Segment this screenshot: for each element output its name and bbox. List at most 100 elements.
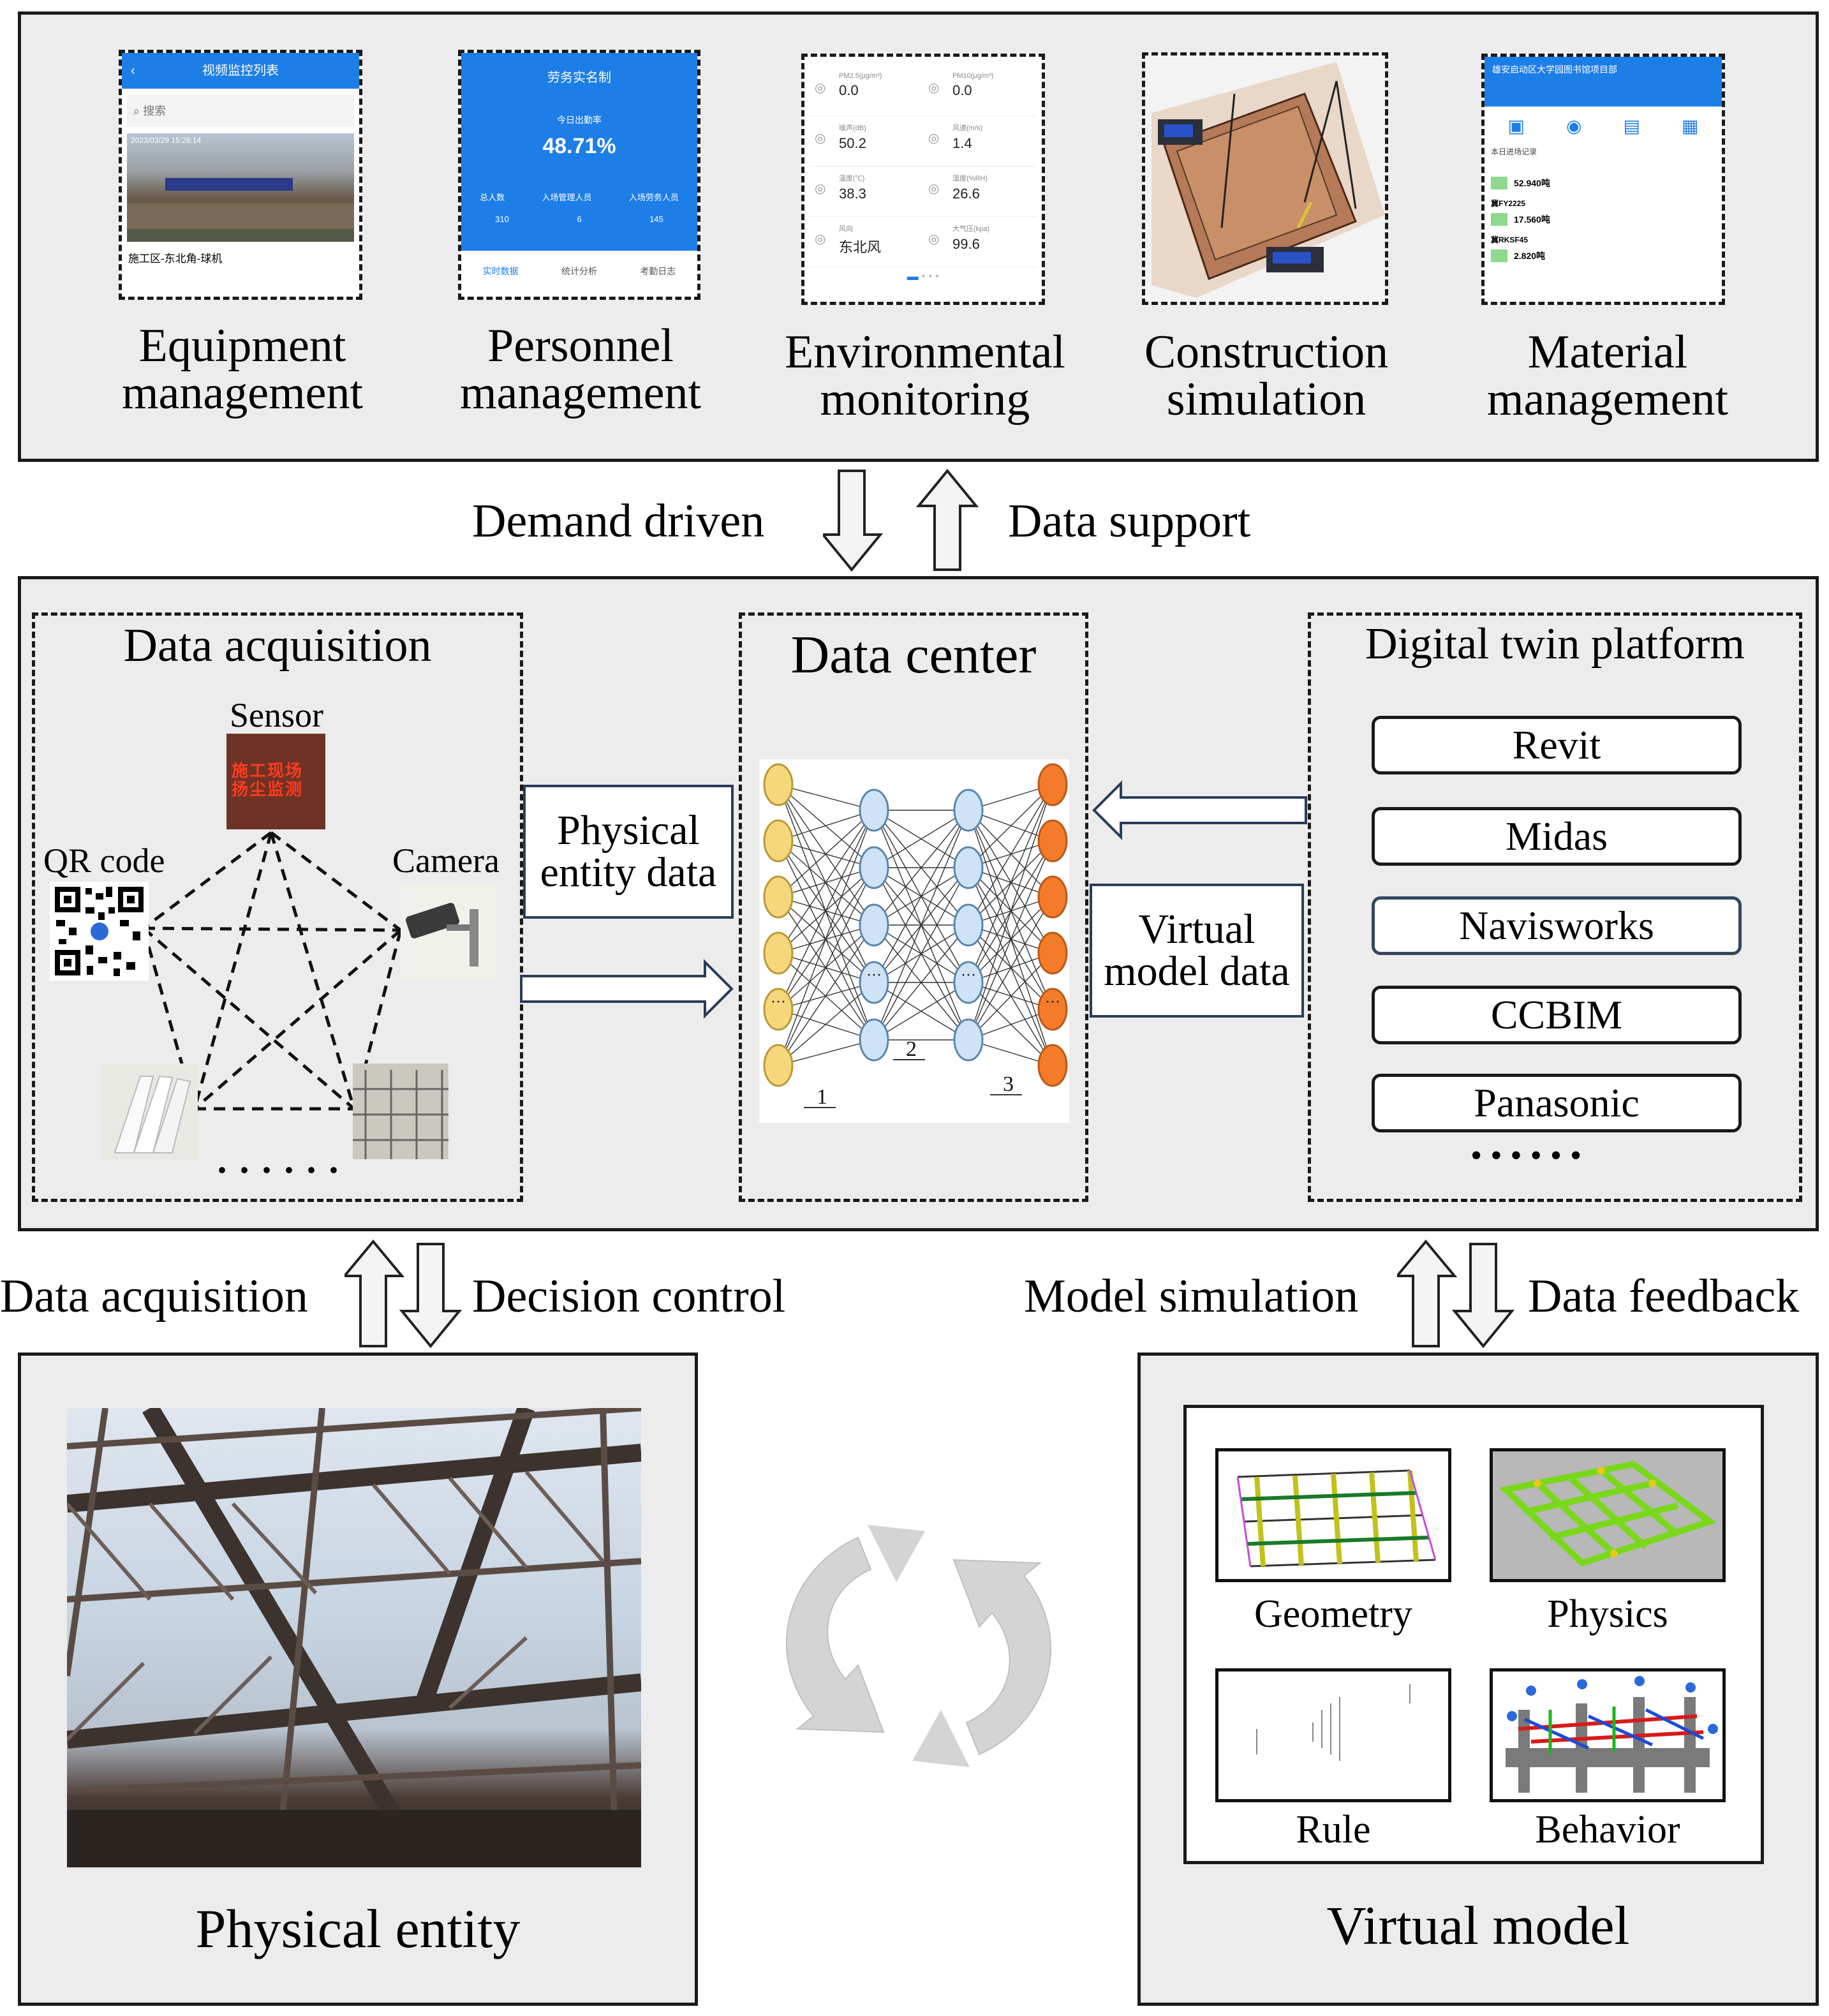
env-row: ◎风向东北风◎大气压(kpa)99.6 bbox=[810, 217, 1037, 267]
sensor-icon: ◎ bbox=[928, 182, 940, 196]
construction-label-line2: simulation bbox=[1166, 373, 1366, 426]
paper-image bbox=[102, 1064, 198, 1159]
tab-stats[interactable]: 统计分析 bbox=[561, 266, 597, 276]
personnel-label-line2: management bbox=[459, 367, 702, 419]
record-plate: 冀RKSF45 bbox=[1491, 235, 1529, 244]
nn-connection bbox=[778, 952, 875, 1041]
nn-connection bbox=[778, 784, 875, 926]
to-data-center-arrow bbox=[520, 959, 734, 1019]
model-simulation-label: Model simulation bbox=[1024, 1270, 1359, 1323]
camera-image bbox=[401, 884, 496, 979]
down-arrow bbox=[1451, 1243, 1515, 1349]
nn-node bbox=[953, 961, 984, 1004]
env-reading: ◎风速(m/s)1.4 bbox=[923, 116, 1037, 166]
steel-truss-photo bbox=[67, 1408, 641, 1867]
nn-node bbox=[763, 988, 794, 1031]
nn-connection bbox=[968, 784, 1053, 868]
sensor-icon: ◎ bbox=[815, 131, 826, 145]
nn-connection bbox=[873, 810, 969, 983]
sensor-label: Sensor bbox=[230, 696, 323, 734]
digital-twin-platform-title: Digital twin platform bbox=[1365, 619, 1745, 669]
col-total: 总人数 bbox=[480, 193, 505, 202]
nn-ellipsis: ··· bbox=[961, 967, 976, 984]
nn-connection bbox=[968, 810, 1053, 954]
record-plate bbox=[1491, 163, 1715, 172]
search-icon: ⌕ bbox=[133, 105, 144, 117]
neural-network: ············123 bbox=[759, 759, 1069, 1123]
env-reading-key: PM10(μg/m³) bbox=[952, 72, 994, 80]
equipment-screen: ‹ 视频监控列表 ⌕ 搜索 2023/03/29 15:28:14 施工区-东北… bbox=[119, 50, 362, 300]
nn-node bbox=[1037, 988, 1068, 1031]
env-reading-key: 温度(℃) bbox=[839, 175, 865, 182]
equipment-search[interactable]: 搜索 bbox=[143, 105, 167, 117]
down-arrow bbox=[823, 470, 884, 572]
scale-icon: ◉ bbox=[1566, 117, 1582, 137]
nn-ellipsis: ··· bbox=[866, 967, 882, 984]
tool-panasonic: Panasonic bbox=[1372, 1074, 1742, 1132]
personnel-screen: 劳务实名制 今日出勤率 48.71% 总人数 入场管理人员 入场劳务人员 310… bbox=[458, 50, 700, 300]
nn-node bbox=[859, 961, 889, 1004]
env-reading-key: 风速(m/s) bbox=[952, 124, 983, 132]
nn-connection bbox=[778, 810, 875, 1066]
pager-dots: ▬ • • • bbox=[907, 270, 940, 283]
physical-entity-data-callout: Physical entity data bbox=[523, 785, 734, 919]
nn-connection bbox=[968, 952, 1053, 1041]
nn-node bbox=[763, 819, 794, 863]
nn-connection bbox=[968, 810, 1053, 1010]
nn-connection bbox=[873, 810, 969, 868]
env-reading-value: 1.4 bbox=[952, 135, 972, 151]
record-weight: 17.560吨 bbox=[1514, 214, 1550, 225]
rule-label: Rule bbox=[1296, 1808, 1371, 1851]
nn-connection bbox=[778, 867, 875, 1066]
env-reading-key: 湿度(%RH) bbox=[952, 175, 988, 182]
nn-connection bbox=[873, 810, 969, 926]
construction-label-line1: Construction bbox=[1144, 326, 1389, 378]
env-reading: ◎大气压(kpa)99.6 bbox=[923, 217, 1037, 267]
nn-ellipsis: ··· bbox=[771, 994, 786, 1011]
material-label-line2: management bbox=[1486, 373, 1729, 426]
stats-icon: ▦ bbox=[1681, 117, 1699, 137]
nn-connection bbox=[778, 810, 875, 898]
env-reading-value: 26.6 bbox=[952, 186, 980, 202]
attendance-rate: 48.71% bbox=[542, 134, 616, 158]
data-acquisition-arrow-label: Data acquisition bbox=[0, 1270, 308, 1323]
equipment-label-line2: management bbox=[121, 367, 364, 419]
env-reading: ◎PM10(μg/m³)0.0 bbox=[923, 66, 1037, 115]
behavior-label: Behavior bbox=[1535, 1808, 1680, 1851]
nn-layer-label: 2 bbox=[906, 1037, 917, 1061]
sensor-icon: ◎ bbox=[928, 232, 940, 246]
material-record[interactable]: 52.940吨 bbox=[1491, 163, 1715, 194]
geometry-label: Geometry bbox=[1254, 1592, 1412, 1636]
nn-connection bbox=[778, 810, 875, 954]
nn-connection bbox=[968, 867, 1053, 1066]
material-screen-title: 雄安启动区大学园图书馆项目部 bbox=[1492, 64, 1617, 75]
rule-document-image bbox=[1215, 1668, 1451, 1802]
in-badge-icon bbox=[1491, 249, 1507, 262]
env-reading-value: 东北风 bbox=[839, 239, 882, 255]
nn-connection bbox=[968, 784, 1053, 1041]
camera-feed-meta: 2023/03/29 15:28:14 bbox=[131, 136, 202, 145]
back-icon: ‹ bbox=[131, 64, 135, 78]
env-row: ◎温度(℃)38.3 ◎ 湿度(%RH) 26.6 bbox=[810, 167, 1037, 217]
tab-realtime[interactable]: 实时数据 bbox=[482, 266, 519, 276]
sensor-icon: ◎ bbox=[928, 81, 940, 95]
env-reading-value: 0.0 bbox=[839, 82, 859, 98]
up-arrow bbox=[1397, 1239, 1458, 1347]
env-row: ◎PM2.5(μg/m³)0.0◎PM10(μg/m³)0.0 bbox=[810, 66, 1037, 116]
up-arrow bbox=[344, 1239, 405, 1347]
tool-navisworks: Navisworks bbox=[1372, 896, 1742, 955]
nn-connection bbox=[778, 784, 875, 983]
env-reading-key: PM2.5(μg/m³) bbox=[839, 72, 882, 80]
nn-connection bbox=[968, 840, 1053, 1041]
env-reading: ◎温度(℃)38.3 bbox=[810, 167, 923, 216]
virtual-model-data-line1: Virtual bbox=[1138, 906, 1255, 952]
tab-log[interactable]: 考勤日志 bbox=[640, 266, 676, 276]
data-acquisition-title: Data acquisition bbox=[123, 619, 432, 672]
nn-connection bbox=[968, 867, 1053, 1010]
bottom-right-arrows bbox=[1397, 1239, 1515, 1349]
down-arrow bbox=[399, 1243, 463, 1349]
in-badge-icon bbox=[1491, 213, 1507, 226]
from-platform-arrow bbox=[1092, 780, 1307, 840]
